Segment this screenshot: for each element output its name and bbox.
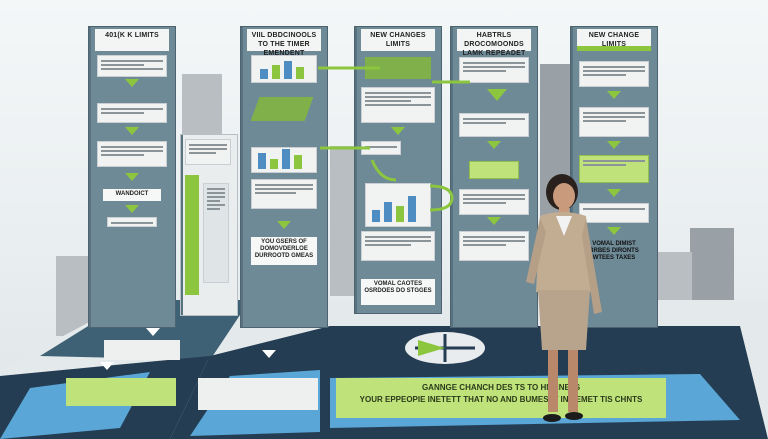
pillar-title: NEW CHANGES LIMITS: [361, 29, 435, 51]
info-card: [97, 103, 167, 123]
down-arrow-icon: [487, 217, 501, 225]
info-card: [459, 113, 529, 137]
info-card: [203, 183, 229, 283]
info-card: [469, 161, 519, 179]
down-arrow-icon: [146, 328, 160, 336]
pillar-title: NEW CHANGE LIMITS: [577, 29, 651, 51]
callout-card: YOU GSERS OF DOMOVDERLOE DURROOTD GMEAS: [251, 237, 317, 265]
info-card: [459, 189, 529, 215]
side-tower: [180, 134, 238, 316]
info-card: [579, 203, 649, 223]
info-card: [251, 147, 317, 173]
info-card: [459, 231, 529, 261]
info-card: [361, 231, 435, 261]
businesswoman-figure: [526, 174, 602, 422]
down-arrow-icon: [607, 141, 621, 149]
down-arrow-icon: [262, 350, 276, 358]
pillar-new-changes-limits: NEW CHANGES LIMITS VOMAL CAOTES OSRDOES …: [354, 26, 442, 314]
background-building: [330, 146, 356, 296]
down-arrow-icon: [125, 205, 139, 213]
info-card: [97, 141, 167, 167]
floor-card: [66, 378, 176, 406]
info-card: [97, 55, 167, 77]
down-arrow-icon: [487, 89, 507, 101]
pillar-new-change-limits: NEW CHANGE LIMITS VOMAL DIMIST BRBES DIR…: [570, 26, 658, 328]
down-arrow-icon: [607, 227, 621, 235]
banner-line-1: GANNGE CHANCH DES TS TO HMNNETS: [421, 383, 581, 392]
pillar-401k-limits: 401(K K LIMITS WANDOICT: [88, 26, 176, 328]
pillar-repeadet-brietls: HABTRLS DROCOMOONDS LAMK REPEADET DIT BR…: [450, 26, 538, 328]
info-card: [185, 139, 231, 165]
info-card: [459, 57, 529, 83]
down-arrow-icon: [125, 173, 139, 181]
banner-line-2: YOUR EPPEOPIE INETETT THAT NO AND BUMEST…: [359, 395, 643, 404]
callout-card: VOMAL DIMIST BRBES DIRONTS WTEES TAXES: [589, 241, 639, 261]
info-card: [579, 61, 649, 87]
floor-card: [198, 378, 318, 410]
money-stack-icon: [365, 57, 431, 79]
down-arrow-icon: [607, 91, 621, 99]
info-card: [579, 107, 649, 137]
label-tag: WANDOICT: [103, 189, 161, 201]
down-arrow-icon: [277, 221, 291, 229]
down-arrow-icon: [125, 79, 139, 87]
callout-card: VOMAL CAOTES OSRDOES DO STGGES: [361, 279, 435, 305]
down-arrow-icon: [100, 362, 114, 370]
info-card: [365, 183, 431, 227]
down-arrow-icon: [607, 189, 621, 197]
bottom-banner: GANNGE CHANCH DES TS TO HMNNETS YOUR EPP…: [336, 378, 666, 418]
info-card: [251, 55, 317, 83]
down-arrow-icon: [125, 127, 139, 135]
pillar-timer-emendent: VIIL DBDCINOOLS TO THE TIMER EMENDENT YO…: [240, 26, 328, 328]
info-card: [251, 179, 317, 209]
info-card: [107, 217, 157, 227]
pillar-title: VIIL DBDCINOOLS TO THE TIMER EMENDENT: [247, 29, 321, 57]
info-card: [579, 155, 649, 183]
info-card: [361, 87, 435, 123]
down-arrow-icon: [487, 141, 501, 149]
pillar-title: 401(K K LIMITS: [95, 29, 169, 51]
floor-card: [104, 340, 180, 360]
down-arrow-icon: [391, 127, 405, 135]
info-card: [361, 141, 401, 155]
